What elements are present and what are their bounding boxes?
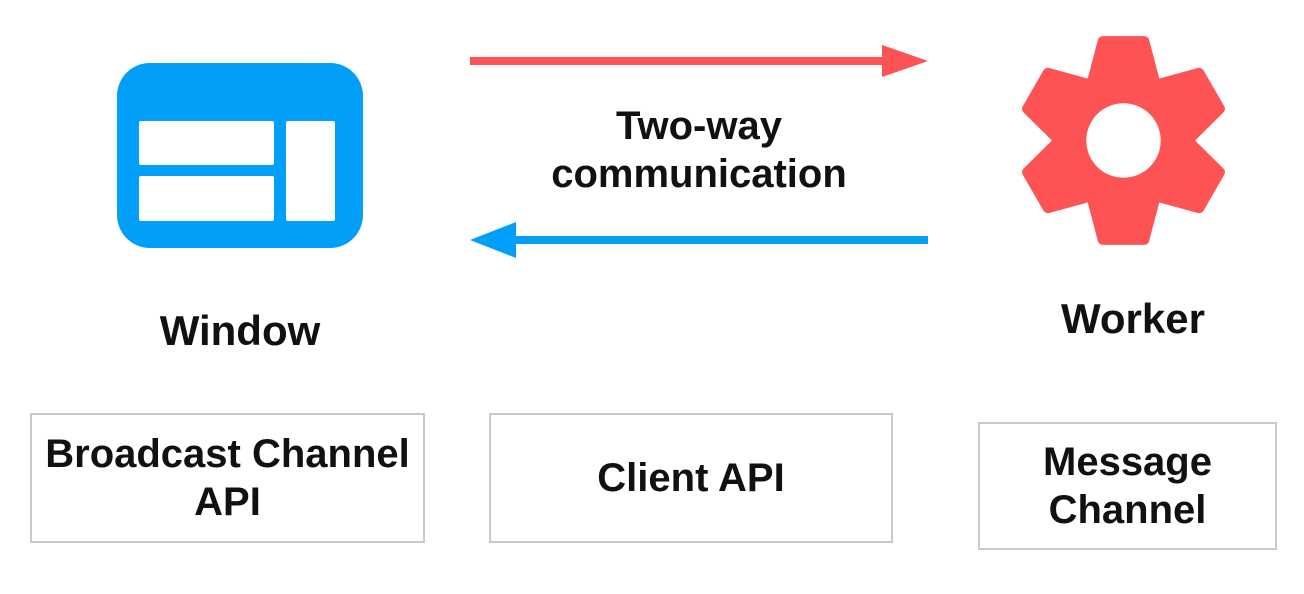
two-way-communication-label: Two-way communication xyxy=(551,104,847,196)
left-arrow-icon xyxy=(470,222,928,258)
api-box-message-channel-label: Message Channel xyxy=(1043,440,1212,532)
api-box-message-channel: Message Channel xyxy=(978,422,1277,550)
worker-node-label: Worker xyxy=(1061,295,1205,342)
right-arrow-icon xyxy=(470,45,928,77)
api-box-client-api: Client API xyxy=(489,413,893,543)
api-box-broadcast-channel-label: Broadcast Channel API xyxy=(45,432,410,524)
gear-icon xyxy=(1022,36,1225,245)
browser-window-icon xyxy=(117,63,363,248)
api-box-client-api-label: Client API xyxy=(597,456,785,500)
window-node-label: Window xyxy=(159,307,321,354)
api-box-broadcast-channel: Broadcast Channel API xyxy=(30,413,425,543)
